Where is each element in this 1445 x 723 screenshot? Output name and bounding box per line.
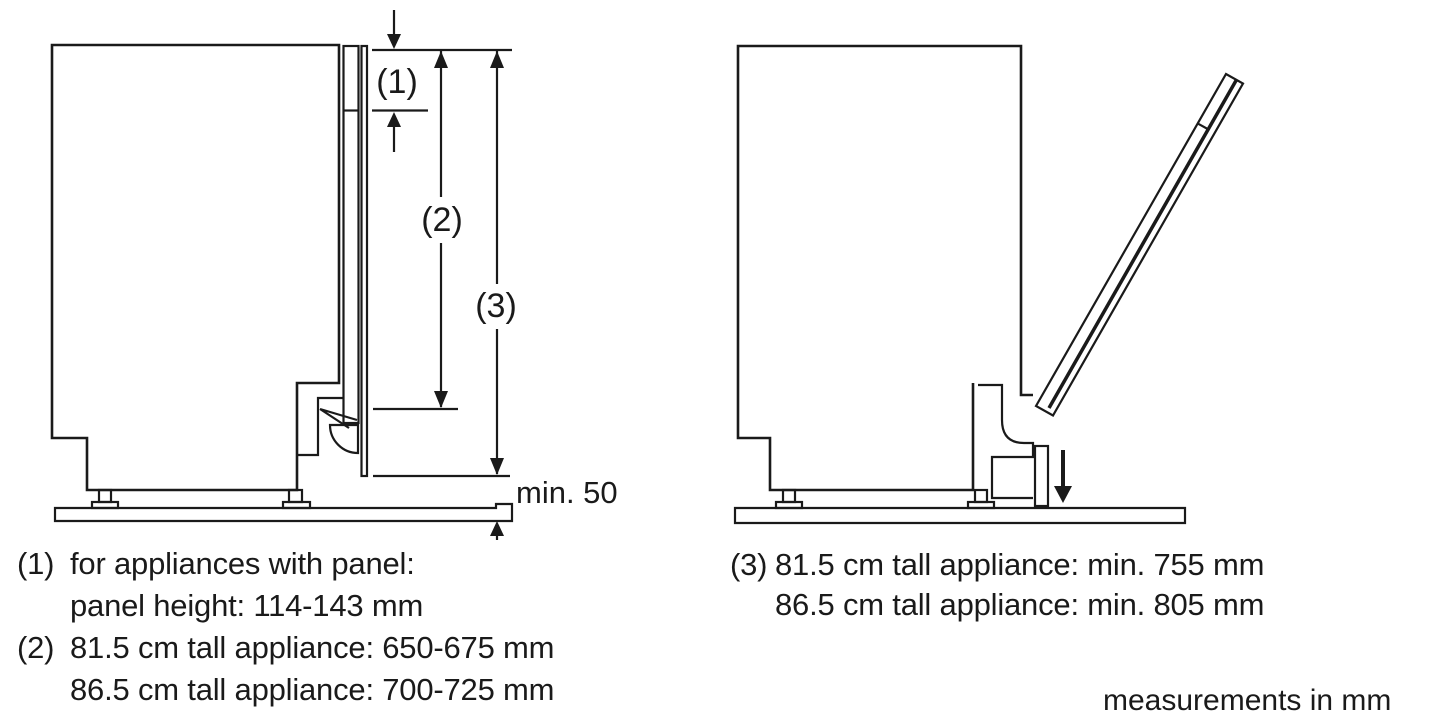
note-1-marker: (1)	[17, 546, 55, 581]
note-3: (3) 81.5 cm tall appliance: min. 755 mm …	[730, 545, 1264, 625]
note-3-line-1: 81.5 cm tall appliance: min. 755 mm	[775, 547, 1265, 582]
note-2: (2) 81.5 cm tall appliance: 650-675 mm 8…	[17, 627, 554, 711]
dim2-arrowhead-up	[434, 51, 448, 68]
door-mount-plate	[1033, 444, 1050, 508]
open-door-panel	[1034, 72, 1245, 417]
dim3-arrowhead-down	[490, 458, 504, 475]
note-1: (1) for appliances with panel: panel hei…	[17, 543, 423, 627]
diagram-canvas: (1) (2) (3)	[50, 10, 1245, 540]
measurements-unit-note: measurements in mm	[1103, 684, 1392, 717]
leveling-foot-stem	[781, 488, 797, 504]
plinth-board	[53, 502, 514, 523]
plinth-arrow-up	[490, 521, 504, 540]
note-3-marker: (3)	[730, 547, 768, 582]
plinth-board	[733, 506, 1187, 525]
furniture-panel	[342, 44, 360, 425]
appliance-door-front	[360, 44, 369, 478]
dim3-label: (3)	[475, 287, 517, 325]
leveling-foot-stem	[287, 488, 304, 504]
door-divider-line	[1197, 122, 1210, 131]
right-diagram	[733, 44, 1245, 525]
dim2-arrowhead-down	[434, 391, 448, 408]
dim1-label: (1)	[376, 63, 418, 101]
dim1-arrow-up	[387, 112, 401, 152]
dim1-arrow-down	[387, 10, 401, 49]
left-diagram: (1) (2) (3)	[50, 10, 517, 540]
leveling-foot-stem	[973, 488, 989, 504]
note-1-line-1: for appliances with panel:	[70, 546, 415, 581]
dim3-arrowhead-up	[490, 51, 504, 68]
door-front-edge	[1047, 78, 1239, 409]
dim2-label: (2)	[421, 201, 463, 239]
hinge-bracket	[297, 396, 343, 457]
door-lowering-arrow	[1054, 450, 1072, 503]
hinge-cam	[328, 423, 360, 455]
hinge-bracket	[978, 383, 1035, 500]
note-2-marker: (2)	[17, 630, 55, 665]
min-gap-label: min. 50	[516, 475, 618, 510]
appliance-body-outline	[736, 44, 1033, 492]
note-3-line-2: 86.5 cm tall appliance: min. 805 mm	[775, 587, 1265, 622]
note-2-line-1: 81.5 cm tall appliance: 650-675 mm	[70, 630, 555, 665]
note-1-line-2: panel height: 114-143 mm	[70, 588, 424, 623]
appliance-body-outline	[50, 43, 341, 492]
leveling-foot-stem	[97, 488, 113, 504]
note-2-line-2: 86.5 cm tall appliance: 700-725 mm	[70, 672, 555, 707]
